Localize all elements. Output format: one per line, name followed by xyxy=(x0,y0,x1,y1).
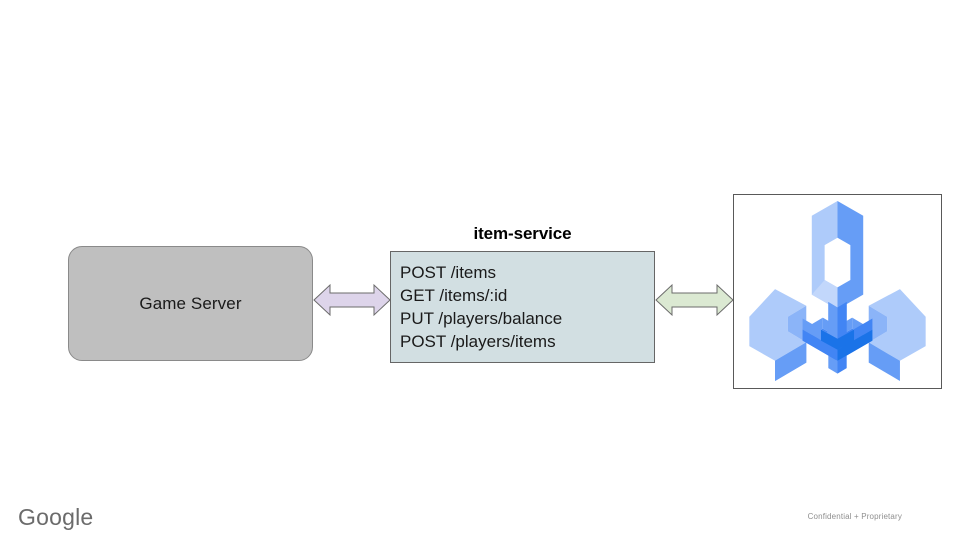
node-game-server[interactable]: Game Server xyxy=(68,246,313,361)
double-arrow-horizontal-icon xyxy=(313,283,391,317)
endpoint-item-1: GET /items/:id xyxy=(400,286,508,305)
double-arrow-horizontal-icon xyxy=(655,283,734,317)
spanner-logo-icon xyxy=(745,201,930,381)
spanner-logo-glyph xyxy=(749,201,926,381)
connector-game-server-to-item-service[interactable] xyxy=(313,281,391,319)
node-item-service[interactable]: POST /items GET /items/:id PUT /players/… xyxy=(390,251,655,363)
node-game-server-label: Game Server xyxy=(139,293,242,313)
node-datastore-spanner[interactable] xyxy=(733,194,942,389)
footer-confidentiality-notice: Confidential + Proprietary xyxy=(807,512,902,521)
google-wordmark: Google xyxy=(18,504,94,530)
endpoint-item-3: POST /players/items xyxy=(400,332,556,351)
endpoint-item-0: POST /items xyxy=(400,263,497,282)
endpoint-item-2: PUT /players/balance xyxy=(400,309,563,328)
node-item-service-title: item-service xyxy=(473,224,572,243)
connector-item-service-to-spanner[interactable] xyxy=(655,281,734,319)
